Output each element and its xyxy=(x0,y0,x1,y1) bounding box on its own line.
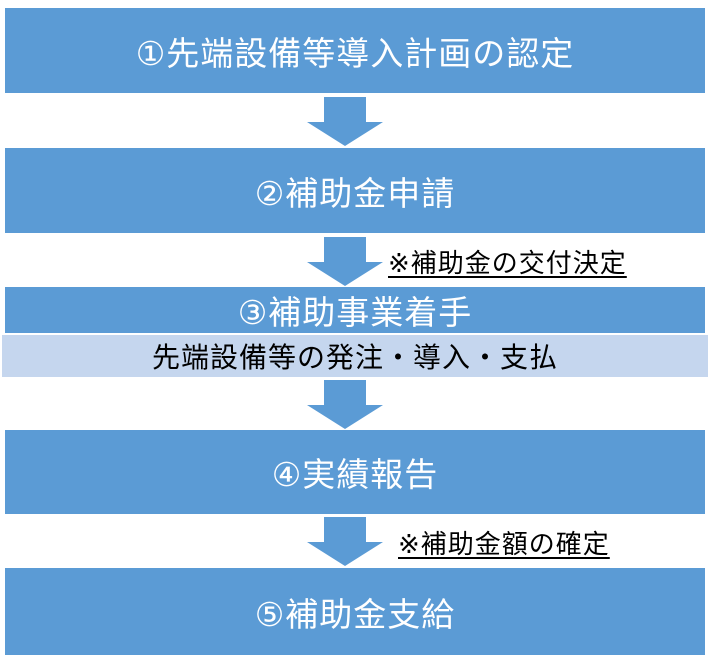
step-3-subband: 先端設備等の発注・導入・支払 xyxy=(2,335,708,377)
down-arrow-icon xyxy=(307,97,383,146)
note-amount-determination: ※補助金額の確定 xyxy=(398,529,610,559)
step-4-label: ④実績報告 xyxy=(271,456,439,493)
step-2-band: ②補助金申請 xyxy=(5,148,705,233)
step-3-label: ③補助事業着手 xyxy=(237,294,473,331)
note-grant-decision: ※補助金の交付決定 xyxy=(388,248,627,278)
step-4-band: ④実績報告 xyxy=(5,430,705,514)
step-2-label: ②補助金申請 xyxy=(254,174,456,212)
step-1-band: ①先端設備等導入計画の認定 xyxy=(5,8,705,93)
step-3-band: ③補助事業着手 xyxy=(5,287,705,333)
step-3-sublabel: 先端設備等の発注・導入・支払 xyxy=(151,342,558,373)
down-arrow-icon xyxy=(307,380,383,429)
step-5-label: ⑤補助金支給 xyxy=(254,595,456,633)
down-arrow-icon xyxy=(307,237,383,286)
step-5-band: ⑤補助金支給 xyxy=(5,568,705,655)
down-arrow-icon xyxy=(307,517,383,566)
step-1-label: ①先端設備等導入計画の認定 xyxy=(135,34,575,72)
